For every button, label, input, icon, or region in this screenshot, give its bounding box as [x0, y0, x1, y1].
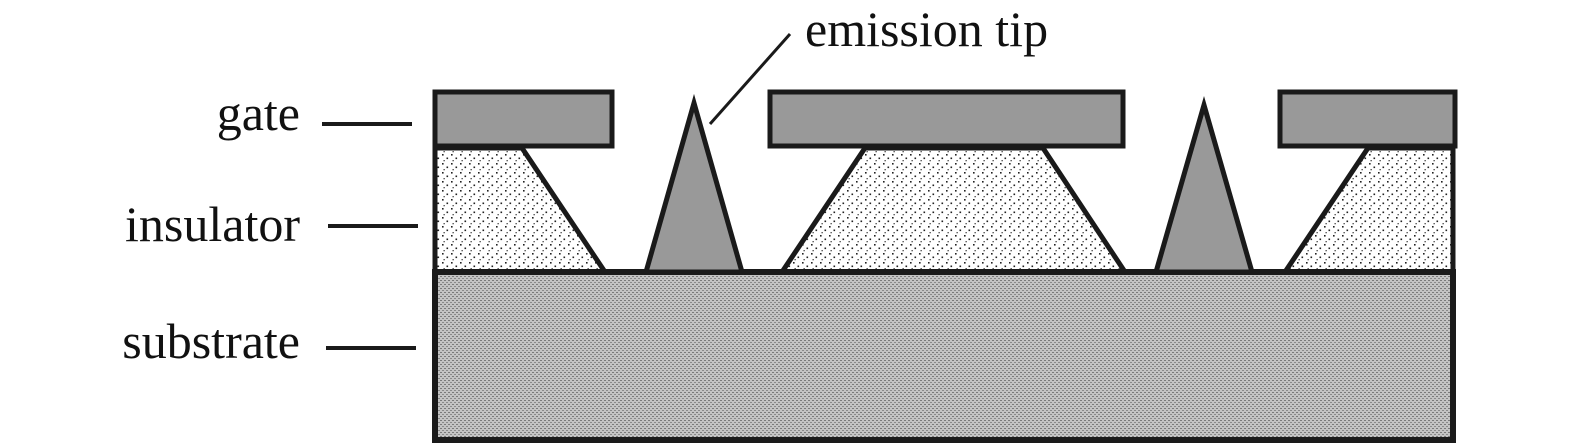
- gate-label: gate: [217, 85, 300, 141]
- emission-tip-label: emission tip: [805, 1, 1048, 57]
- insulator-label: insulator: [125, 196, 300, 252]
- substrate-label: substrate: [122, 313, 300, 369]
- emission-tip-leader-line: [708, 33, 792, 125]
- emission-tip-left: [642, 93, 746, 275]
- gate-electrode-left: [432, 89, 615, 149]
- gate-electrode-middle: [767, 89, 1126, 149]
- insulator-layer: [432, 145, 1456, 275]
- gate-electrode-right: [1277, 89, 1458, 149]
- emission-tip-right: [1152, 95, 1256, 275]
- substrate-layer: [432, 269, 1456, 443]
